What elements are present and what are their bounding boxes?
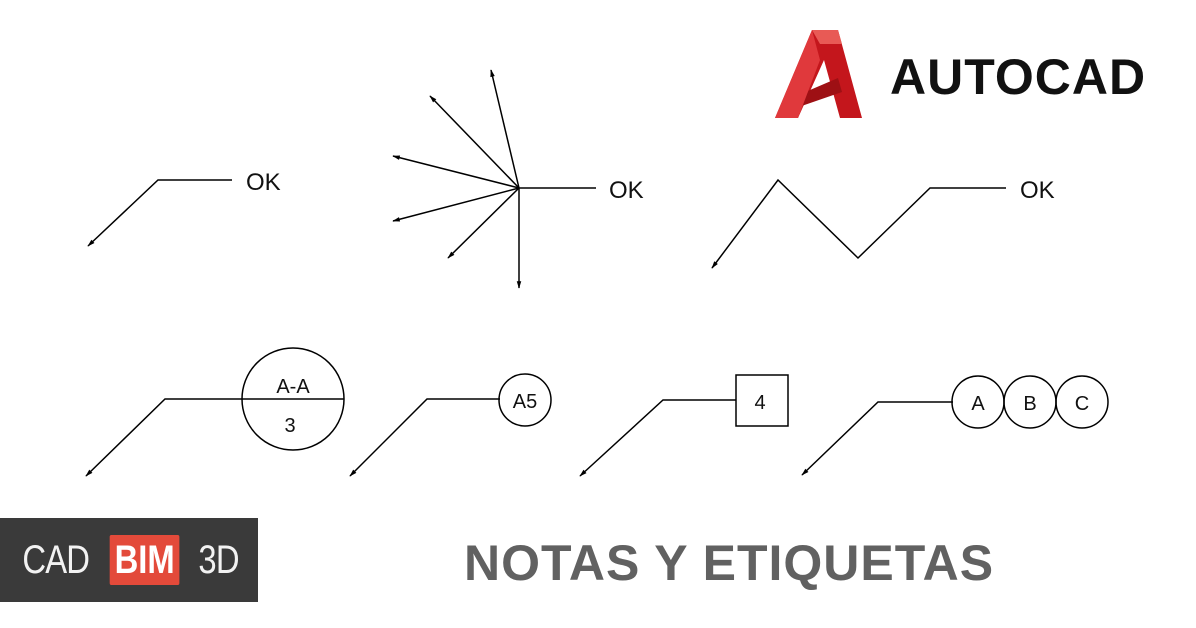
chain-label-a: A xyxy=(971,393,985,415)
autocad-logo-icon xyxy=(775,30,862,118)
leader-multi-ok: OK xyxy=(392,69,644,289)
leader-label: OK xyxy=(246,169,281,196)
page-title: NOTAS Y ETIQUETAS xyxy=(464,535,995,591)
cadbim3d-badge: CAD BIM 3D xyxy=(0,518,258,602)
leader-label: OK xyxy=(609,177,644,204)
box-tag-4: 4 xyxy=(579,374,789,477)
bubble-bottom-label: 3 xyxy=(284,415,295,437)
badge-3d: 3D xyxy=(198,537,239,582)
chain-label-b: B xyxy=(1023,393,1036,415)
autocad-wordmark: AUTOCAD xyxy=(890,49,1147,105)
badge-cad: CAD xyxy=(22,537,90,582)
box-tag-label: 4 xyxy=(754,392,765,414)
circle-tag-label: A5 xyxy=(513,391,537,413)
badge-bim: BIM xyxy=(110,535,181,585)
bubble-top-label: A-A xyxy=(276,376,310,398)
leader-label: OK xyxy=(1020,177,1055,204)
chain-label-c: C xyxy=(1075,393,1089,415)
circle-tag-a5: A5 xyxy=(349,373,552,477)
leader-single-ok: OK xyxy=(87,169,281,247)
circle-chain-abc: A B C xyxy=(801,375,1109,476)
section-bubble-tag: A-A 3 xyxy=(85,347,345,477)
leader-zigzag-ok: OK xyxy=(711,177,1055,269)
